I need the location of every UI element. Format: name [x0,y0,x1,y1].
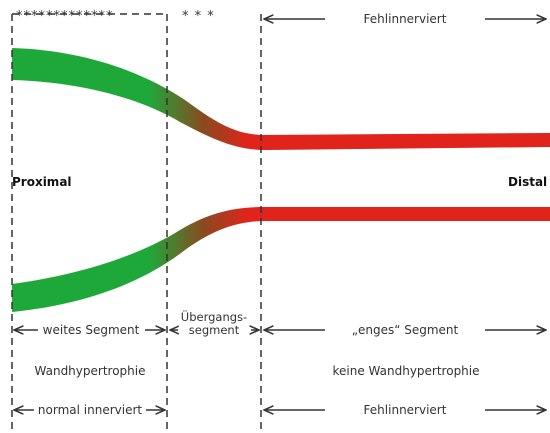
label-wide-segment: weites Segment [38,323,144,337]
label-narrow-segment: „enges“ Segment [347,323,463,337]
label-normal-innervation: normal innerviert [33,403,147,417]
transition-label-line2: segment [188,323,240,337]
transition-marker-stars: * * * [182,9,215,24]
label-hypertrophy: Wandhypertrophie [30,364,150,378]
label-abnormal-innervation: Fehlinnerviert [359,403,451,417]
boundary-lines [11,14,262,433]
lower-wall [12,207,550,312]
top-label-fehlinnerviert: Fehlinnerviert [359,12,451,26]
transition-label-line1: Übergangs- [180,310,248,324]
label-transition-segment: Übergangs- segment [178,310,250,337]
label-distal: Distal [508,175,548,189]
label-proximal: Proximal [12,175,72,189]
upper-wall [12,48,550,150]
affected-marker-stars: ************* [16,9,114,24]
label-no-hypertrophy: keine Wandhypertrophie [328,364,484,378]
